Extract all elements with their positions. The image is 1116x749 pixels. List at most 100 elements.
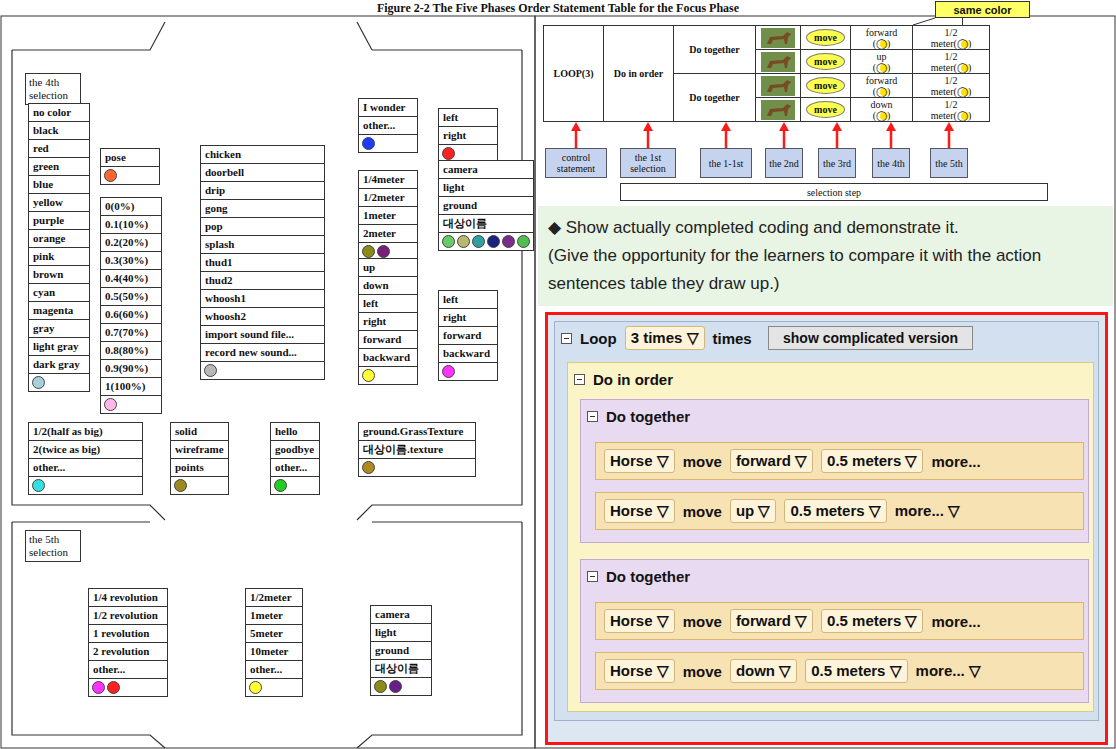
option-text: I wonder (359, 99, 417, 117)
option-text: orange (29, 230, 89, 248)
selection-label-box: the 5th selection (25, 530, 81, 562)
horse-shape (767, 80, 791, 92)
option-text: whoosh1 (201, 290, 324, 308)
block-title: Do together (606, 408, 690, 425)
color-dots (201, 362, 324, 379)
label-text: 1/2 (945, 27, 958, 38)
code-token: Loop (580, 330, 617, 347)
code-token: move (683, 503, 722, 520)
code-token: more... ▽ (916, 662, 981, 680)
label-text: meter(◯) (931, 86, 971, 97)
option-text: light (439, 179, 533, 197)
option-text: ground (371, 642, 431, 660)
option-text: gong (201, 200, 324, 218)
color-dot (472, 235, 485, 248)
option-text: dark gray (29, 356, 89, 374)
connector-stroke (890, 129, 893, 148)
option-text: 0.1(10%) (101, 216, 161, 234)
connector-stroke (725, 129, 728, 148)
option-text: import sound file... (201, 326, 324, 344)
horse-shape (767, 56, 791, 68)
option-text: yellow (29, 194, 89, 212)
connector-stroke (575, 129, 578, 148)
option-text: chicken (201, 146, 324, 164)
move-oval: move (806, 53, 845, 70)
label-text: 1/2 (945, 75, 958, 86)
option-text: black (29, 122, 89, 140)
label-text: the 1-1st (709, 158, 744, 169)
color-dots (29, 477, 142, 494)
option-text: cyan (29, 284, 89, 302)
option-text: whoosh2 (201, 308, 324, 326)
move-oval: move (806, 77, 845, 94)
code-token: 0.5 meters ▽ (821, 449, 923, 473)
option-text: 1/2meter (246, 589, 302, 607)
code-token: times (713, 330, 752, 347)
arrow-head (779, 122, 789, 131)
option-text: solid (171, 423, 228, 441)
option-text: thud1 (201, 254, 324, 272)
option-list-box: leftright (438, 108, 498, 163)
color-dots (359, 459, 475, 476)
code-token: 0.5 meters ▽ (784, 499, 886, 523)
label-text: move (814, 104, 837, 115)
option-text: right (439, 127, 497, 145)
horse-icon (761, 100, 795, 120)
note-box: same color (935, 1, 1030, 18)
connector-stroke (948, 129, 951, 148)
option-list-box: I wonderother... (358, 98, 418, 153)
option-text: splash (201, 236, 324, 254)
option-text: 1/2(half as big) (29, 423, 142, 441)
table-cell: 1/2meter(◯) (912, 25, 990, 50)
selection-arrow (643, 122, 653, 148)
hopper-outline (12, 522, 522, 748)
color-dots (439, 233, 533, 250)
code-token: 3 times ▽ (625, 326, 705, 350)
loop-block: Loop3 times ▽timesshow complicated versi… (554, 321, 1099, 721)
do-together-block: Do togetherHorse ▽moveforward ▽0.5 meter… (580, 559, 1089, 703)
block-title: Do in order (593, 371, 673, 388)
do-in-order-block: Do in orderDo togetherHorse ▽moveforward… (567, 362, 1094, 712)
option-text: 0.5(50%) (101, 288, 161, 306)
option-list-box: pose (100, 148, 160, 185)
instruction-note: ◆ Show actually completed coding and dem… (538, 206, 1113, 306)
option-text: 1/4meter (359, 171, 417, 189)
label-text: move (814, 32, 837, 43)
label-text: the 1st selection (623, 152, 673, 174)
selection-arrow (779, 122, 789, 148)
statement-row: Horse ▽moveup ▽0.5 meters ▽more... ▽ (595, 492, 1084, 530)
selection-arrow (886, 122, 896, 148)
color-dots (271, 477, 319, 494)
label-text: (◯) (873, 110, 891, 121)
icon-ground (761, 100, 795, 120)
right-panel-border (535, 16, 1115, 748)
option-text: 5meter (246, 625, 302, 643)
option-text: thud2 (201, 272, 324, 290)
color-dot (204, 364, 217, 377)
option-text: 1meter (246, 607, 302, 625)
option-text: ground.GrassTexture (359, 423, 475, 441)
step-label-box: the 1-1st (700, 148, 752, 178)
icon-ground (761, 28, 795, 48)
option-text: purple (29, 212, 89, 230)
horse-shape (767, 104, 791, 116)
color-dots (101, 396, 161, 413)
option-text: 2meter (359, 225, 417, 243)
color-dot (442, 365, 455, 378)
table-cell: forward(◯) (850, 25, 913, 50)
option-text: doorbell (201, 164, 324, 182)
horse-cell (755, 73, 801, 98)
option-list-box: cameralightground대상이름 (438, 160, 534, 251)
option-text: 0(0%) (101, 198, 161, 216)
statement-row: Horse ▽moveforward ▽0.5 meters ▽more... (595, 602, 1084, 640)
table-cell: 1/2meter(◯) (912, 49, 990, 74)
color-dot (457, 235, 470, 248)
horse-cell (755, 25, 801, 50)
code-token: Horse ▽ (604, 499, 675, 523)
option-text: blue (29, 176, 89, 194)
label-text: Do together (689, 92, 739, 103)
code-token: more... (931, 453, 980, 470)
option-text: other... (29, 459, 142, 477)
option-list-box: 0(0%)0.1(10%)0.2(20%)0.3(30%)0.4(40%)0.5… (100, 197, 162, 414)
horse-cell (755, 97, 801, 122)
